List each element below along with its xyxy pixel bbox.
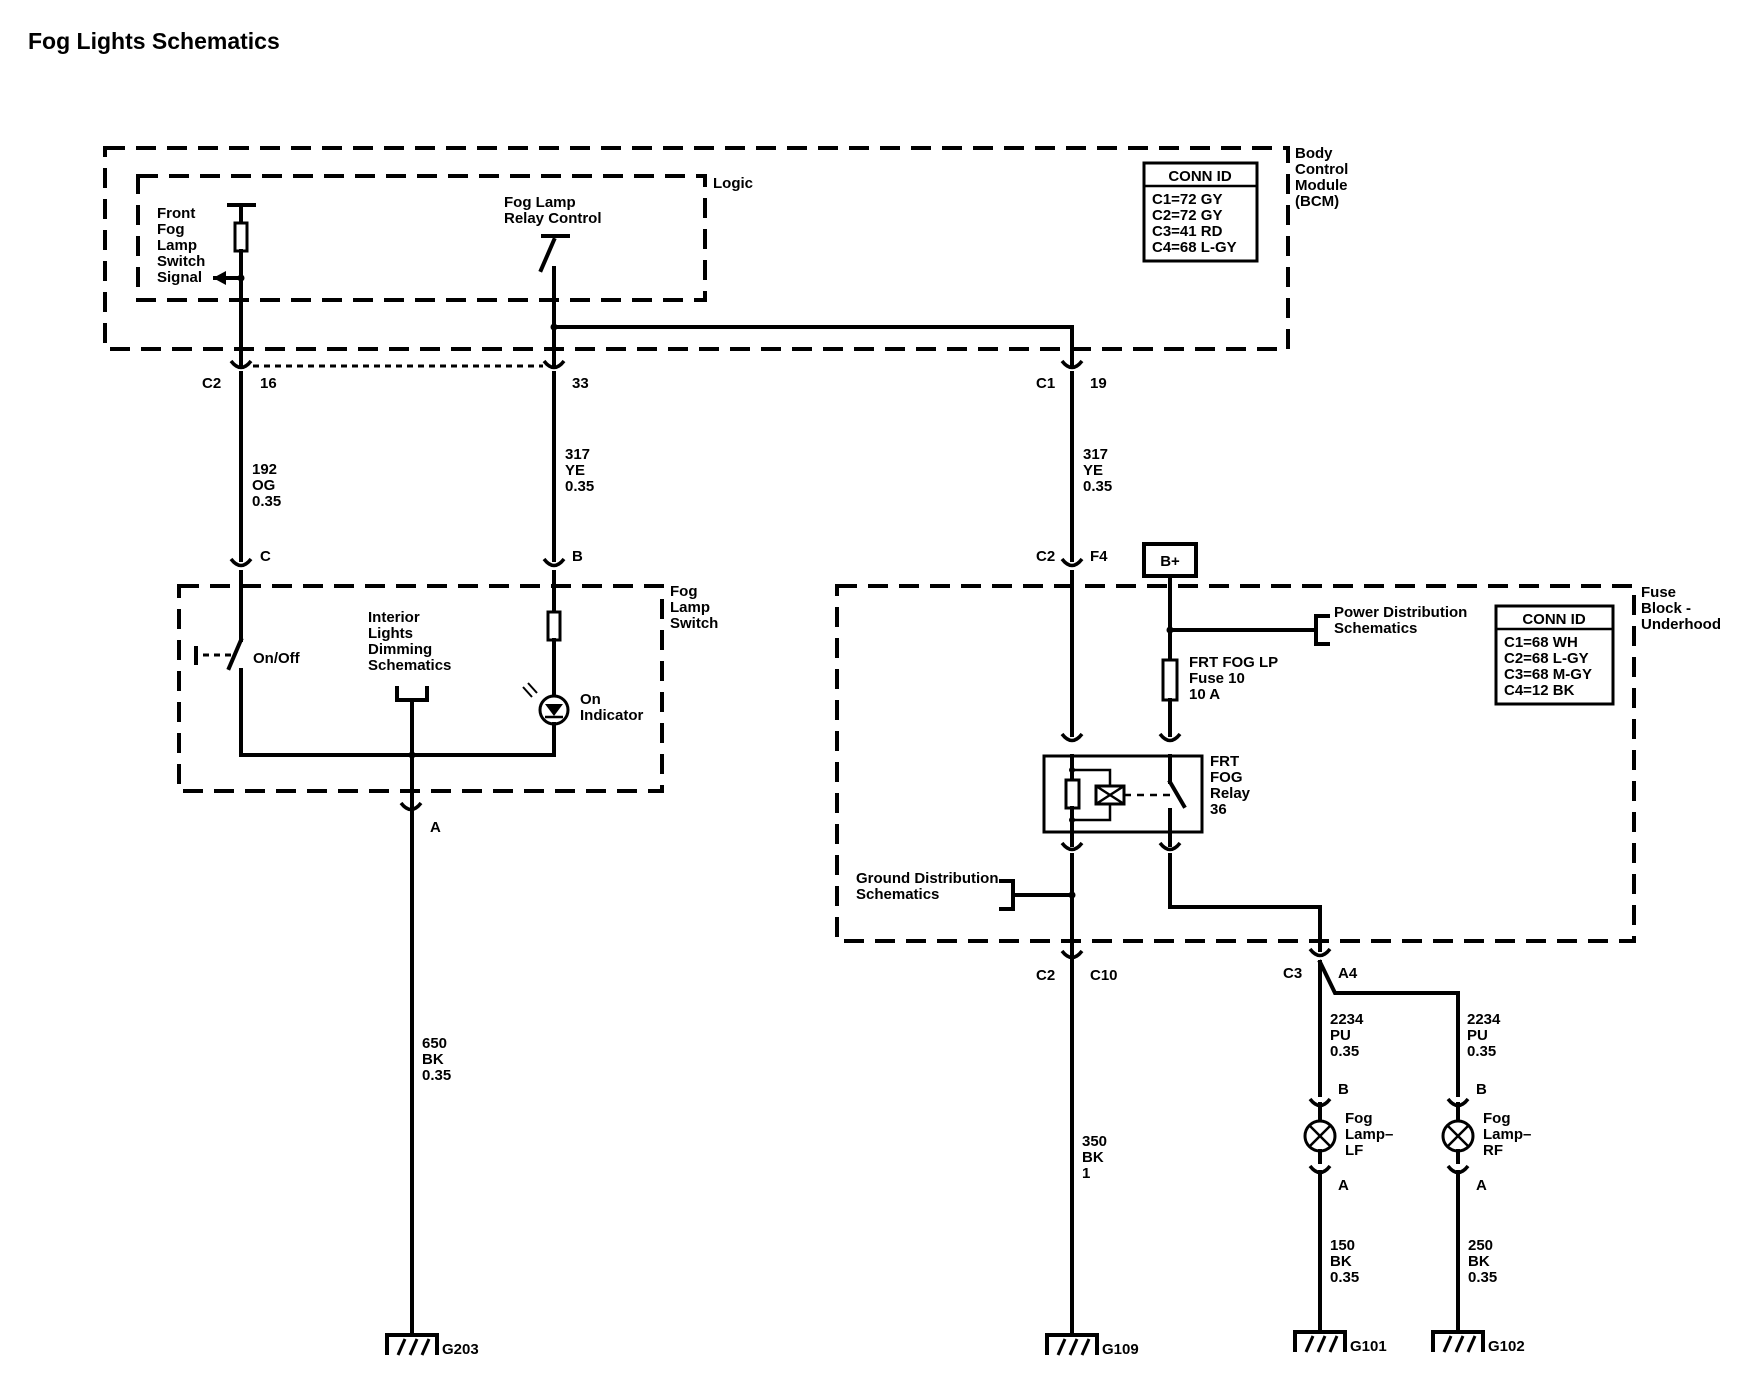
fog-lamp-lf-bulb-icon	[1303, 1102, 1337, 1164]
bcm-label: Body Control Module (BCM)	[1295, 145, 1353, 210]
ground-g101: G101	[1350, 1338, 1387, 1355]
bcm-conn-row: C4=68 L-GY	[1152, 239, 1237, 256]
frt-fog-relay-icon	[1042, 754, 1204, 834]
c10-connector: C2	[1036, 967, 1055, 984]
front-fog-lamp-switch-signal-label: Front Fog Lamp Switch Signal	[157, 205, 210, 286]
bcm-conn-id-header: CONN ID	[1168, 168, 1232, 185]
wire-350-label: 350 BK 1	[1082, 1133, 1111, 1182]
wire-650-label: 650 BK 0.35	[422, 1035, 451, 1084]
on-indicator-label: On Indicator	[580, 691, 644, 724]
pullup-resistor-icon	[213, 203, 256, 367]
bcm-conn-id-table: CONN ID C1=72 GY C2=72 GY C3=41 RD C4=68…	[1142, 161, 1259, 263]
f4-connector: C2	[1036, 548, 1055, 565]
bcm-pin-number: 33	[572, 375, 589, 392]
bcm-conn-row: C2=72 GY	[1152, 207, 1222, 224]
relay-label: FRT FOG Relay 36	[1210, 753, 1254, 818]
bcm-pin-number: 19	[1090, 375, 1107, 392]
switch-pin-a: A	[430, 819, 441, 836]
ground-g109: G109	[1102, 1341, 1139, 1358]
fog-lamp-switch-boundary	[177, 584, 664, 793]
interior-lights-dimming-label: Interior Lights Dimming Schematics	[368, 609, 451, 674]
bcm-boundary	[103, 146, 1290, 351]
wire-192-label: 192 OG 0.35	[252, 461, 281, 510]
fuse-block-label: Fuse Block - Underhood	[1641, 584, 1721, 633]
c10-pin: C10	[1090, 967, 1118, 984]
lf-pin-b: B	[1338, 1081, 1349, 1098]
fog-lamp-switch-pins	[229, 557, 566, 812]
switch-pin-b: B	[572, 548, 583, 565]
bcm-pin-connector: C1	[1036, 375, 1055, 392]
ground-icon	[1045, 1333, 1099, 1357]
on-off-switch-icon	[194, 570, 244, 757]
fuse-block-conn-row: C3=68 M-GY	[1504, 666, 1592, 683]
signal-arrow-icon	[213, 271, 226, 285]
logic-boundary	[136, 174, 707, 302]
power-distribution-label: Power Distribution Schematics	[1334, 604, 1472, 637]
fog-lamp-rf-bulb-icon	[1441, 1102, 1475, 1164]
fog-lamp-rf-label: Fog Lamp– RF	[1483, 1110, 1536, 1159]
fog-lamp-relay-control-label: Fog Lamp Relay Control	[504, 194, 602, 227]
wire-2234-b-label: 2234 PU 0.35	[1467, 1011, 1505, 1060]
a4-connector: C3	[1283, 965, 1302, 982]
wire-317-a-label: 317 YE 0.35	[565, 446, 594, 495]
wire-2234-a-label: 2234 PU 0.35	[1330, 1011, 1368, 1060]
rf-pin-a: A	[1476, 1177, 1487, 1194]
bcm-pin-number: 16	[260, 375, 277, 392]
relay-control-switch-icon	[538, 234, 1074, 367]
fog-lamp-lf-label: Fog Lamp– LF	[1345, 1110, 1398, 1159]
wire-317-b-label: 317 YE 0.35	[1083, 446, 1112, 495]
fuse-block-boundary	[835, 584, 1636, 943]
wire-150-label: 150 BK 0.35	[1330, 1237, 1359, 1286]
fuse-label: FRT FOG LP Fuse 10 10 A	[1189, 654, 1282, 703]
ground-distribution-label: Ground Distribution Schematics	[856, 870, 1003, 903]
fuse-block-conn-row: C4=12 BK	[1504, 682, 1575, 699]
b-plus-label: B+	[1160, 553, 1180, 570]
fuse-block-conn-id-table: CONN ID C1=68 WH C2=68 L-GY C3=68 M-GY C…	[1494, 604, 1615, 706]
ground-g203: G203	[442, 1341, 479, 1358]
switch-pin-c: C	[260, 548, 271, 565]
ground-g102: G102	[1488, 1338, 1525, 1355]
lamp-feed-splice	[1317, 959, 1460, 1097]
ground-icon	[1293, 1330, 1347, 1354]
f4-pin: F4	[1090, 548, 1108, 565]
on-indicator-lamp-icon	[522, 570, 570, 757]
power-distribution-bracket-icon	[1314, 614, 1330, 646]
fuse-block-conn-row: C2=68 L-GY	[1504, 650, 1589, 667]
fuse-icon	[1161, 658, 1179, 702]
ground-icon	[385, 1333, 439, 1357]
fuse-block-conn-row: C1=68 WH	[1504, 634, 1578, 651]
bcm-connector-pins	[229, 359, 1084, 370]
relay-to-c3-wire	[1168, 853, 1322, 952]
b-plus-box	[1142, 542, 1198, 578]
on-off-label: On/Off	[253, 650, 301, 667]
lf-pin-a: A	[1338, 1177, 1349, 1194]
bcm-conn-row: C1=72 GY	[1152, 191, 1222, 208]
bcm-conn-row: C3=41 RD	[1152, 223, 1223, 240]
page-title: Fog Lights Schematics	[28, 28, 280, 54]
ground-icon	[1431, 1330, 1485, 1354]
logic-label: Logic	[713, 175, 753, 192]
bcm-pin-connector: C2	[202, 375, 221, 392]
a4-pin: A4	[1338, 965, 1358, 982]
wire-250-label: 250 BK 0.35	[1468, 1237, 1497, 1286]
fog-lamp-switch-label: Fog Lamp Switch	[670, 583, 718, 632]
fuse-block-conn-id-header: CONN ID	[1522, 611, 1586, 628]
rf-pin-b: B	[1476, 1081, 1487, 1098]
